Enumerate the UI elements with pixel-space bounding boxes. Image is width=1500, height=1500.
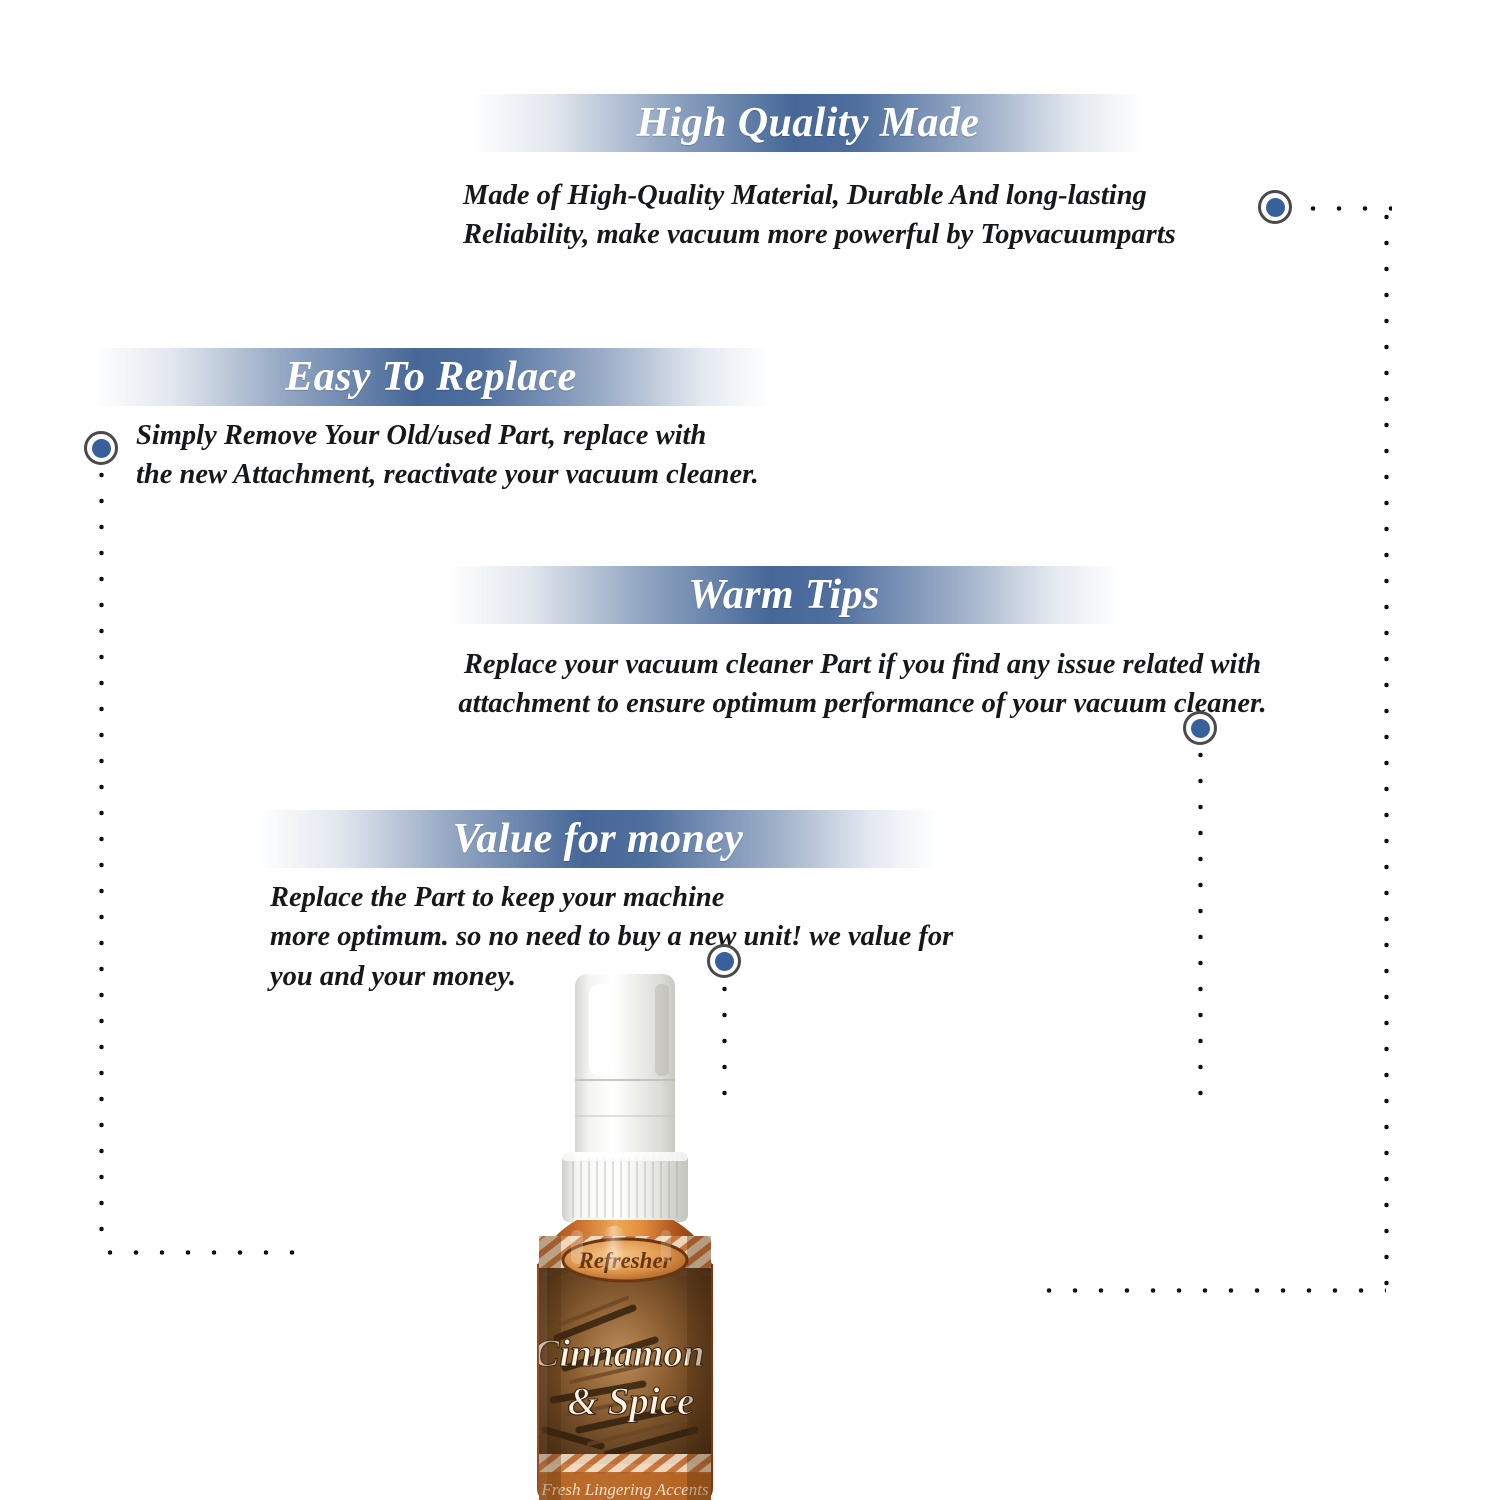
product-tagline: Fresh Lingering Accents xyxy=(540,1480,709,1499)
product-brand-text: Refresher xyxy=(577,1248,672,1273)
connector-top-right-horizontal xyxy=(1300,204,1392,213)
product-name-line-2: & Spice xyxy=(568,1380,695,1423)
section-body-easy-to-replace: Simply Remove Your Old/used Part, replac… xyxy=(136,420,759,491)
product-name-label-1: Cinnamon xyxy=(0,0,1,1)
connector-warm-tips-vertical xyxy=(1196,742,1205,1112)
product-bottle-image: Refresher Cinnamon & Spice Fresh Lingeri… xyxy=(515,968,735,1500)
marker-high-quality-made[interactable] xyxy=(1258,190,1292,224)
banner-value-for-money: Value for money xyxy=(258,810,938,868)
connector-value-vertical xyxy=(720,976,729,1098)
marker-warm-tips[interactable] xyxy=(1183,711,1217,745)
connector-bottom-left-horizontal xyxy=(97,1248,312,1257)
connector-left-vertical xyxy=(97,462,106,1252)
marker-core-icon xyxy=(1190,718,1210,738)
section-title-warm-tips: Warm Tips xyxy=(688,572,880,618)
connector-bottom-right-horizontal xyxy=(1036,1286,1386,1295)
section-title-high-quality-made: High Quality Made xyxy=(636,100,980,146)
section-title-value-for-money: Value for money xyxy=(452,816,744,862)
section-body-value-for-money: Replace the Part to keep your machine mo… xyxy=(270,882,954,992)
section-title-easy-to-replace: Easy To Replace xyxy=(285,354,577,400)
marker-easy-to-replace[interactable] xyxy=(84,431,118,465)
marker-value-for-money[interactable] xyxy=(707,944,741,978)
marker-core-icon xyxy=(1265,197,1285,217)
marker-core-icon xyxy=(91,438,111,458)
banner-high-quality-made: High Quality Made xyxy=(472,94,1144,152)
banner-easy-to-replace: Easy To Replace xyxy=(92,348,770,406)
marker-core-icon xyxy=(714,951,734,971)
product-brand-label: Refresher xyxy=(0,0,1,1)
product-name-label-2: & Spice xyxy=(0,0,1,1)
section-body-warm-tips: Replace your vacuum cleaner Part if you … xyxy=(458,649,1267,720)
section-body-high-quality-made: Made of High-Quality Material, Durable A… xyxy=(463,180,1176,251)
product-tagline-label: Fresh Lingering Accents xyxy=(0,0,1,1)
banner-warm-tips: Warm Tips xyxy=(448,566,1120,624)
product-name-line-1: Cinnamon xyxy=(533,1332,704,1375)
connector-right-vertical xyxy=(1382,204,1391,1290)
